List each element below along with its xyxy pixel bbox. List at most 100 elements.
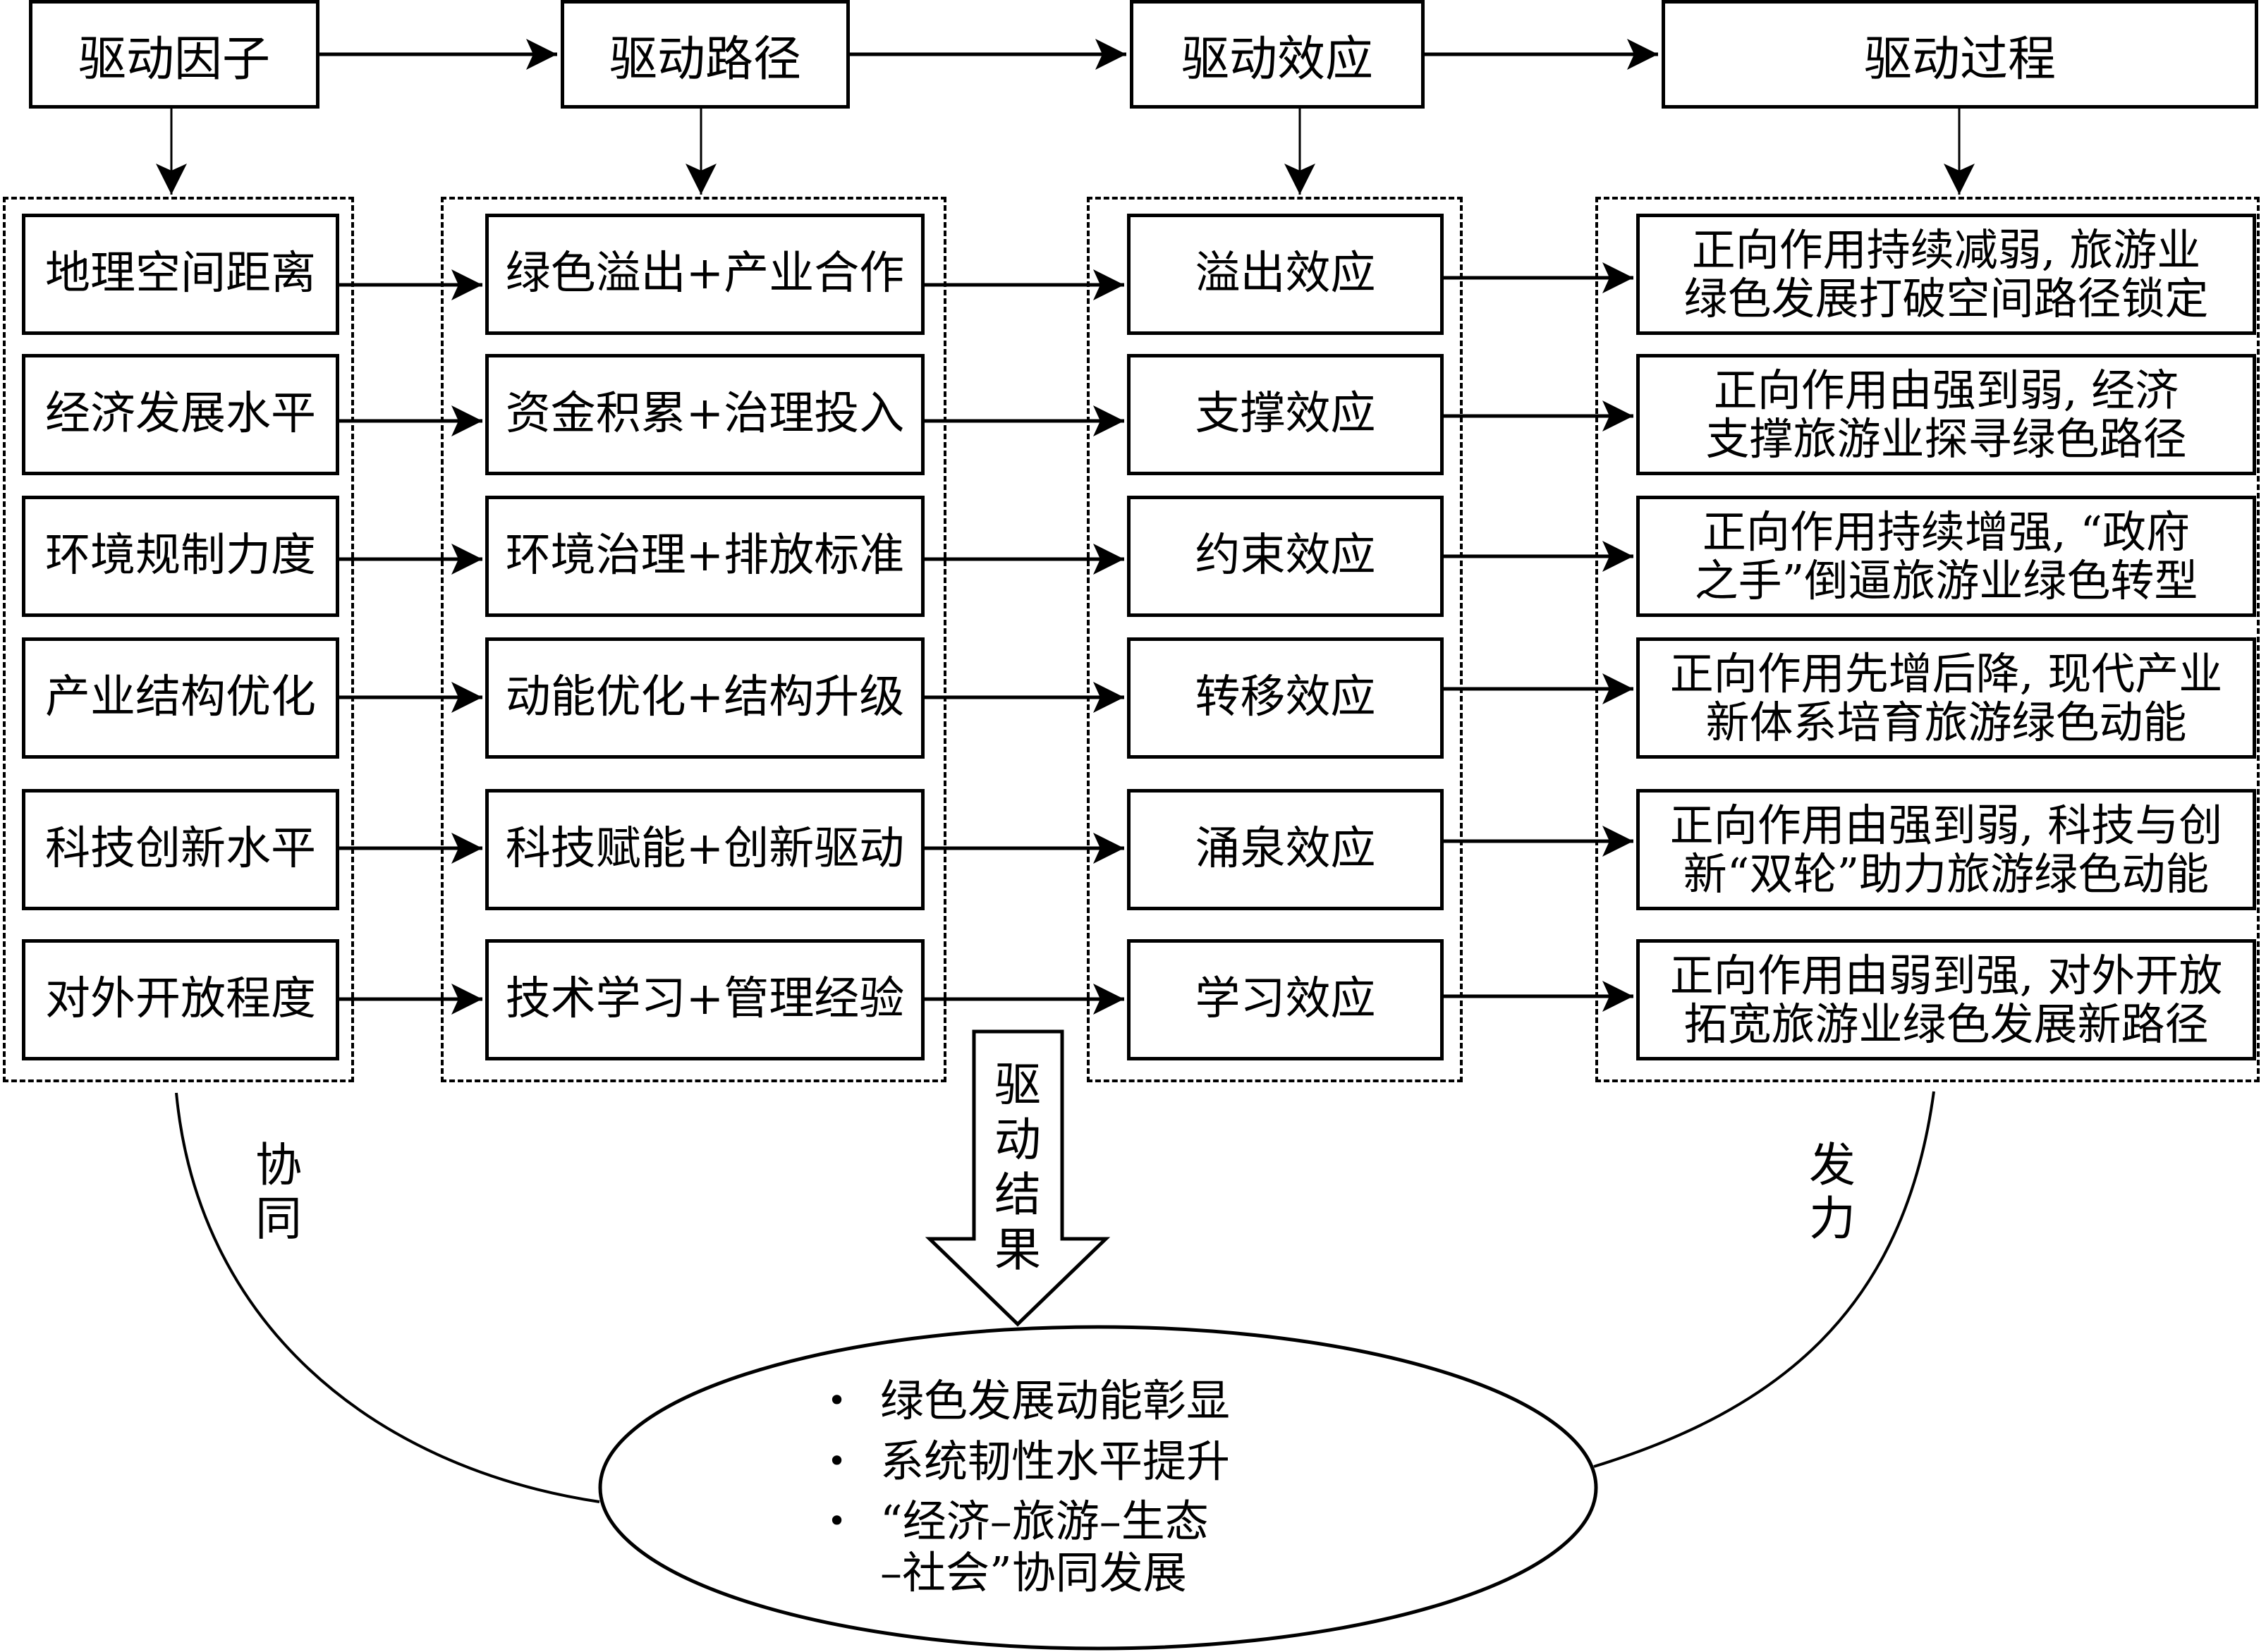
process-line: 正向作用持续减弱, 旅游业 [1691,224,2201,276]
arrowhead-icon [1284,164,1315,195]
factor-box-text: 产业结构优化 [45,671,316,724]
result-arrow-shape [925,1029,1111,1327]
paths-group [441,197,946,1082]
process-line: 新体系培育旅游绿色动能 [1705,697,2187,748]
process-line: 正向作用由弱到强, 对外开放 [1669,949,2223,1001]
result-item: • 绿色发展动能彰显 [822,1375,1329,1427]
process-line: 新“双轮”助力旅游绿色动能 [1683,848,2210,900]
result-item: • “经济–旅游–生态 –社会”协同发展 [822,1495,1329,1598]
path-box: 动能优化+结构升级 [485,637,925,759]
factor-box: 经济发展水平 [22,354,339,475]
process-line: 支撑旅游业探寻绿色路径 [1705,413,2187,465]
arrowhead-icon [451,405,482,436]
bullet-icon: • [827,1502,847,1541]
process-line: 正向作用持续增强, “政府 [1702,506,2191,558]
factor-box-text: 对外开放程度 [45,973,316,1026]
path-box-text: 科技赋能+创新驱动 [505,823,905,876]
arrowhead-icon [1093,833,1124,864]
arrowhead-icon [451,269,482,300]
arrowhead-icon [1093,405,1124,436]
row-arrows [339,262,1633,1015]
process-line: 之手”倒逼旅游业绿色转型 [1694,555,2198,606]
path-box: 资金积累+治理投入 [485,354,925,475]
process-box: 正向作用先增后降, 现代产业新体系培育旅游绿色动能 [1636,637,2256,759]
effect-box: 转移效应 [1127,637,1444,759]
path-box-text: 动能优化+结构升级 [505,671,905,724]
header-label: 驱动过程 [1863,31,2056,87]
arrowhead-icon [1944,164,1975,195]
path-box-text: 绿色溢出+产业合作 [505,247,905,300]
result-item: • 系统韧性水平提升 [822,1436,1329,1488]
result-line: 系统韧性水平提升 [880,1435,1231,1487]
results-ellipse [598,1325,1598,1651]
factor-box: 对外开放程度 [22,939,339,1060]
header-label: 驱动效应 [1181,31,1373,87]
process-box-text: 正向作用由弱到强, 对外开放拓宽旅游业绿色发展新路径 [1669,949,2223,1048]
header-driving-process: 驱动过程 [1662,0,2258,109]
effect-box-text: 约束效应 [1195,530,1376,582]
factor-box-text: 环境规制力度 [45,530,316,582]
header-driving-paths: 驱动路径 [561,0,850,109]
process-line: 正向作用由强到弱, 经济 [1713,364,2179,416]
result-arrow-label: 驱 动 结 果 [979,1058,1056,1278]
process-box-text: 正向作用由强到弱, 科技与创新“双轮”助力旅游绿色动能 [1670,800,2222,900]
effect-box-text: 溢出效应 [1195,247,1376,300]
path-box: 绿色溢出+产业合作 [485,214,925,335]
effect-box: 学习效应 [1127,939,1444,1060]
factor-box: 环境规制力度 [22,496,339,617]
process-box-text: 正向作用由强到弱, 经济支撑旅游业探寻绿色路径 [1705,364,2187,465]
header-label: 驱动因子 [78,31,270,87]
synergy-label-char: 同 [255,1191,302,1246]
synergy-label: 协 同 [250,1139,307,1246]
arrowhead-icon [526,39,557,70]
process-box: 正向作用由强到弱, 经济支撑旅游业探寻绿色路径 [1636,354,2256,475]
bullet-icon: • [827,1441,847,1480]
arrowhead-icon [451,833,482,864]
synergy-label-char: 协 [255,1138,302,1192]
header-down-arrows [156,109,1975,195]
process-box-text: 正向作用持续减弱, 旅游业绿色发展打破空间路径锁定 [1683,224,2209,324]
arrowhead-icon [1093,984,1124,1015]
process-box: 正向作用由弱到强, 对外开放拓宽旅游业绿色发展新路径 [1636,939,2256,1060]
left-synergy-curve [175,1092,600,1503]
header-arrows [319,39,1658,70]
result-line: 绿色发展动能彰显 [880,1375,1231,1426]
path-box: 科技赋能+创新驱动 [485,789,925,910]
process-box: 正向作用由强到弱, 科技与创新“双轮”助力旅游绿色动能 [1636,789,2256,910]
force-label: 发 力 [1804,1139,1860,1246]
arrowhead-icon [1093,269,1124,300]
effect-box: 约束效应 [1127,496,1444,617]
effects-group [1087,197,1463,1082]
force-label-char: 力 [1809,1191,1856,1246]
factor-box-text: 经济发展水平 [45,388,316,441]
force-label-char: 发 [1809,1138,1856,1192]
header-driving-effects: 驱动效应 [1130,0,1425,109]
results-list: • 绿色发展动能彰显 • 系统韧性水平提升 • “经济–旅游–生态 –社会”协同… [822,1375,1329,1608]
effect-box-text: 学习效应 [1195,973,1376,1026]
arrowhead-icon [156,164,187,195]
result-text: 系统韧性水平提升 [880,1436,1230,1487]
result-arrow-char: 结 [994,1167,1041,1222]
arrowhead-icon [1093,544,1124,575]
arrowhead-icon [686,164,717,195]
arrowhead-icon [1095,39,1126,70]
result-arrow-char: 动 [994,1112,1041,1167]
process-box: 正向作用持续减弱, 旅游业绿色发展打破空间路径锁定 [1636,214,2256,335]
result-text: “经济–旅游–生态 –社会”协同发展 [880,1495,1209,1598]
process-box-text: 正向作用先增后降, 现代产业新体系培育旅游绿色动能 [1670,649,2222,747]
arrowhead-icon [1602,826,1633,857]
arrowhead-icon [1602,673,1633,704]
process-group [1595,197,2260,1082]
path-box-text: 资金积累+治理投入 [505,388,905,441]
factor-box: 科技创新水平 [22,789,339,910]
header-driving-factors: 驱动因子 [29,0,319,109]
factors-group [3,197,354,1082]
arrowhead-icon [1602,262,1633,293]
result-arrow-char: 果 [994,1222,1041,1277]
result-arrow-char: 驱 [994,1058,1041,1112]
process-line: 绿色发展打破空间路径锁定 [1683,273,2209,324]
effect-box: 支撑效应 [1127,354,1444,475]
process-box: 正向作用持续增强, “政府之手”倒逼旅游业绿色转型 [1636,496,2256,617]
factor-box: 产业结构优化 [22,637,339,759]
